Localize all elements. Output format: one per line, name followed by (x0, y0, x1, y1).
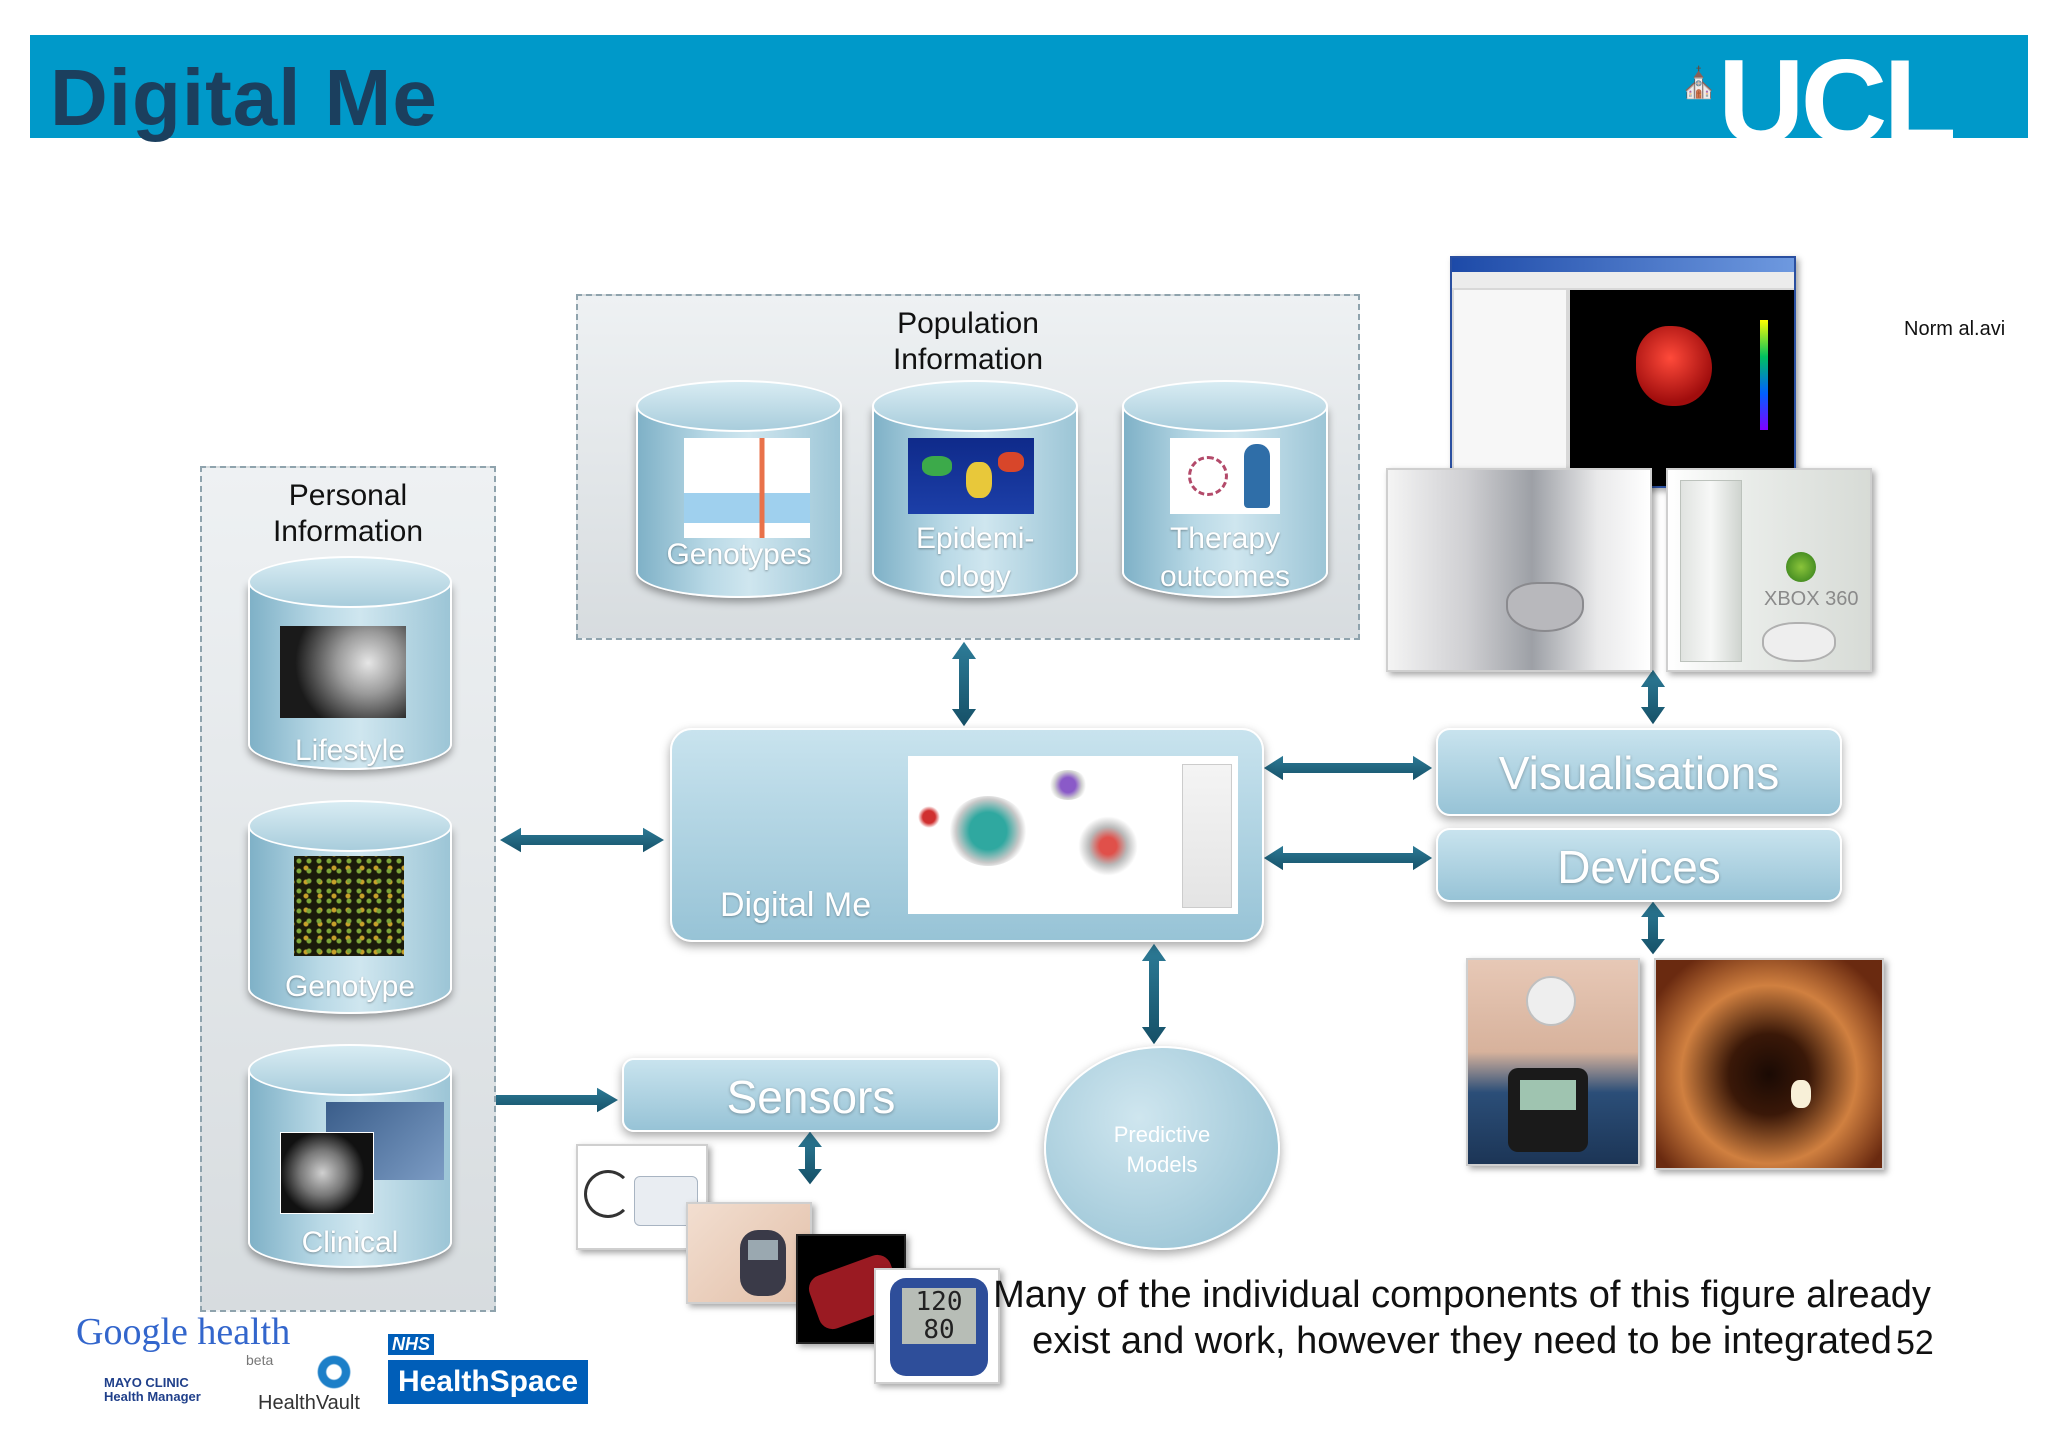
arrow-center-devices (1260, 842, 1436, 874)
devices-label: Devices (1557, 841, 1721, 893)
heart-model-icon (1636, 326, 1712, 406)
video-filename: Norm al.avi (1904, 318, 2006, 340)
genotype-database[interactable]: Genotype (248, 800, 452, 1014)
insulin-pump-device (1508, 1068, 1588, 1152)
population-information-title: Population Information (892, 307, 1044, 376)
lifestyle-photo (280, 626, 406, 718)
arrow-center-visualisations (1260, 752, 1436, 784)
genotype-label: Genotype (284, 970, 416, 1003)
epidemiology-label: Epidemi-ology (916, 522, 1035, 593)
arrow-personal-center (496, 824, 668, 856)
google-health-beta-text: beta (246, 1352, 274, 1368)
healthvault-logo: HealthVault (258, 1392, 360, 1414)
arrow-consoles-visualisations (1637, 666, 1669, 728)
portico-icon: ⛪ (1680, 67, 1718, 100)
lifestyle-database[interactable]: Lifestyle (248, 556, 452, 770)
mayo-clinic-logo: MAYO CLINIC Health Manager (104, 1375, 201, 1404)
personal-information-title: Personal Information (272, 479, 424, 548)
slide-caption: Many of the individual components of thi… (993, 1274, 1931, 1362)
arrow-sensors-photos (793, 1128, 827, 1188)
digital-me-box[interactable]: Digital Me (670, 728, 1264, 942)
arrow-devices-medical (1636, 898, 1670, 958)
xbox360-console-photo: XBOX 360 (1666, 468, 1872, 672)
healthvault-icon (314, 1352, 354, 1392)
sensors-box[interactable]: Sensors (622, 1058, 1000, 1132)
genotypes-database[interactable]: Genotypes (636, 380, 842, 598)
playstation-console-photo (1386, 468, 1652, 672)
epidemiology-database[interactable]: Epidemi-ology (872, 380, 1078, 598)
genotypes-label: Genotypes (666, 538, 812, 571)
xbox-logo-icon (1786, 552, 1816, 582)
gamepad-icon (1506, 582, 1584, 632)
arrow-center-predictive (1138, 940, 1170, 1048)
mri-scan-image (280, 1132, 374, 1214)
nhs-logo: NHS (388, 1334, 435, 1355)
world-map-image (908, 438, 1034, 514)
ucl-logo: UCL (1718, 42, 1953, 138)
arrow-population-center (948, 638, 980, 730)
microarray-image (294, 856, 404, 956)
insulin-pump-photo (1466, 958, 1640, 1166)
clinical-label: Clinical (301, 1226, 399, 1259)
header-banner (30, 35, 2028, 138)
therapy-outcomes-database[interactable]: Therapy outcomes (1122, 380, 1328, 598)
therapy-diagram-image (1170, 438, 1280, 514)
therapy-outcomes-label: Therapy outcomes (1159, 522, 1291, 593)
predictive-models-node[interactable]: Predictive Models (1044, 1046, 1280, 1250)
glucose-meter-photo (686, 1202, 812, 1304)
genome-plot-image (684, 438, 810, 538)
controller-icon (1762, 622, 1836, 662)
visualisations-label: Visualisations (1498, 747, 1780, 799)
digital-me-label: Digital Me (720, 886, 872, 924)
cardiac-simulation-video[interactable] (1450, 256, 1796, 488)
clinical-database[interactable]: Clinical (248, 1044, 452, 1268)
slide-title: Digital Me (50, 53, 438, 142)
sensors-label: Sensors (726, 1071, 896, 1123)
lifestyle-label: Lifestyle (294, 734, 406, 767)
chest-xray-photo (1654, 958, 1884, 1170)
google-health-logo: Google health (76, 1311, 291, 1353)
page-number: 52 (1896, 1324, 1934, 1362)
disease-network-image (908, 756, 1238, 914)
predictive-models-label: Predictive Models (1113, 1122, 1211, 1177)
devices-box[interactable]: Devices (1436, 828, 1842, 902)
visualisations-box[interactable]: Visualisations (1436, 728, 1842, 816)
healthspace-logo: HealthSpace (388, 1360, 588, 1404)
xbox-brand-text: XBOX 360 (1764, 588, 1859, 610)
